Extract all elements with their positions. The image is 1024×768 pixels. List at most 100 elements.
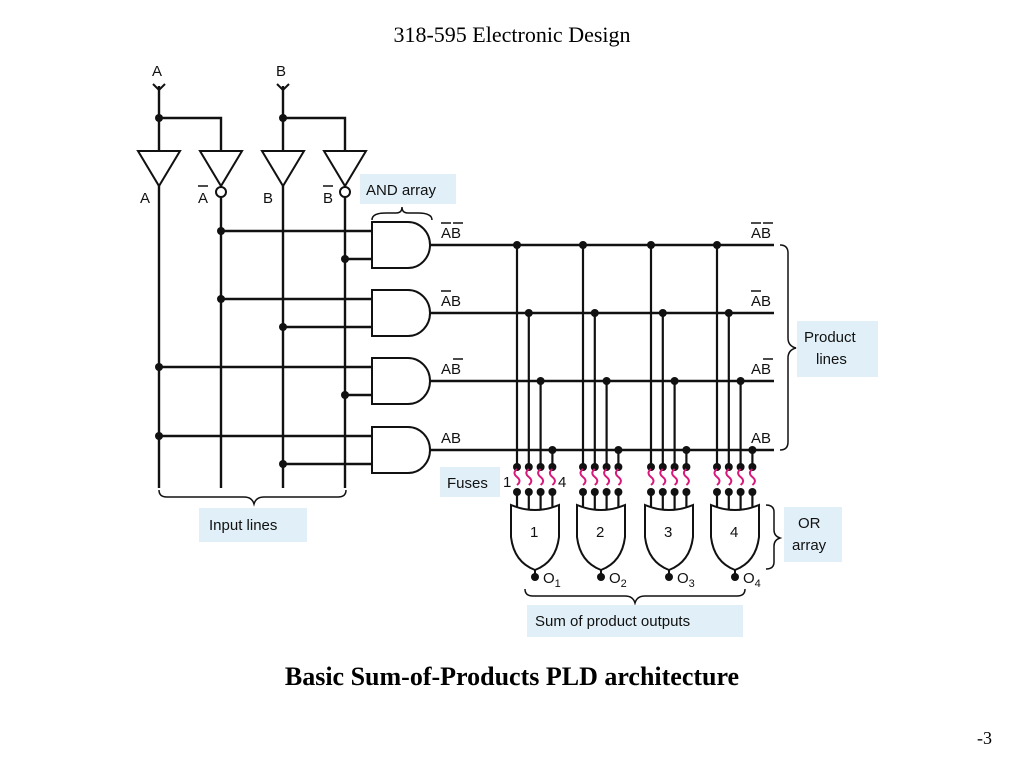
junction-dot	[682, 446, 691, 454]
and-array-brace	[371, 206, 433, 221]
and-gate-1	[217, 221, 431, 269]
fuse-node	[647, 463, 655, 471]
fuse-node	[713, 463, 721, 471]
junction-dot	[748, 446, 757, 454]
or-gate-number-4: 4	[730, 524, 738, 541]
fuse-node	[524, 463, 533, 471]
fuse-link	[682, 468, 690, 486]
or-array-label-1: OR	[798, 515, 821, 532]
fuses-label: Fuses	[447, 475, 488, 492]
junction-dot	[713, 241, 721, 249]
junction-dot	[579, 241, 587, 249]
junction-dot	[548, 446, 557, 454]
and-gate-3	[155, 357, 431, 405]
pld-architecture-diagram: A B A A B B AND array	[136, 63, 878, 637]
outputs-brace	[524, 588, 746, 606]
fuse-link	[725, 468, 733, 486]
product-term-label-2: AB	[441, 293, 461, 310]
input-lines-callout	[199, 508, 307, 542]
or-array-callout	[784, 507, 842, 562]
fuse-link	[591, 468, 599, 486]
fuse-node	[602, 463, 611, 471]
fuse-node	[682, 463, 691, 471]
or-gate-number-2: 2	[596, 524, 604, 541]
fuse-link	[548, 468, 556, 486]
fuse-node	[590, 463, 599, 471]
fuse-link	[603, 468, 611, 486]
sum-outputs-label: Sum of product outputs	[535, 613, 690, 630]
buffer-b: B	[260, 150, 306, 488]
input-lines-label: Input lines	[209, 517, 277, 534]
or-output-label-4: O4	[743, 570, 761, 590]
junction-dot	[279, 114, 287, 122]
input-label-a: A	[152, 63, 162, 80]
junction-dot	[602, 377, 611, 385]
product-term-label-right-2: AB	[751, 293, 771, 310]
fuse-node	[548, 463, 557, 471]
junction-dot	[736, 377, 745, 385]
slide-caption: Basic Sum-of-Products PLD architecture	[284, 662, 740, 691]
fuses-callout	[440, 467, 500, 497]
fuse-node	[658, 463, 667, 471]
buffer-label-b: B	[263, 190, 273, 207]
input-label-b: B	[276, 63, 286, 80]
inverter-label-b-bar: B	[323, 190, 333, 207]
or-output-label-2: O2	[609, 570, 627, 590]
fuse-link	[713, 468, 721, 486]
sum-outputs-callout	[527, 605, 743, 637]
fuse-end-label: 4	[558, 474, 566, 491]
or-output-label-1: O1	[543, 570, 561, 590]
product-lines-label-2: lines	[816, 351, 847, 368]
fuse-node	[614, 463, 623, 471]
fuse-link	[513, 468, 521, 486]
or-gate-1: 1 O1	[510, 503, 561, 590]
fuse-link	[748, 468, 756, 486]
fuse-node	[579, 463, 587, 471]
or-gate-4: 4 O4	[710, 503, 761, 590]
product-term-label-1: AB	[441, 225, 461, 242]
and-array-label: AND array	[366, 182, 437, 199]
fuse-node	[513, 463, 521, 471]
junction-dot	[670, 377, 679, 385]
inverter-label-a-bar: A	[198, 190, 208, 207]
and-gate-4	[155, 426, 431, 474]
fuse-link	[614, 468, 622, 486]
input-lines-brace	[158, 489, 347, 507]
fuse-link	[659, 468, 667, 486]
fuse-link	[737, 468, 745, 486]
fuse-link	[525, 468, 533, 486]
or-gate-3: 3 O3	[644, 503, 695, 590]
fuse-link	[647, 468, 655, 486]
fuse-node	[670, 463, 679, 471]
junction-dot	[155, 114, 163, 122]
page-number: -3	[977, 728, 992, 748]
product-term-label-right-3: AB	[751, 361, 771, 378]
junction-dot	[724, 309, 733, 317]
product-term-label-4: AB	[441, 430, 461, 447]
fuse-start-label: 1	[503, 474, 511, 491]
fuse-link	[537, 468, 545, 486]
inverter-b: B	[322, 150, 368, 488]
fuse-node	[536, 463, 545, 471]
fuse-matrix	[513, 241, 757, 509]
junction-dot	[658, 309, 667, 317]
product-lines-callout	[797, 321, 878, 377]
junction-dot	[536, 377, 545, 385]
fuse-link	[671, 468, 679, 486]
junction-dot	[647, 241, 655, 249]
or-gate-number-3: 3	[664, 524, 672, 541]
and-gate-2	[217, 289, 431, 337]
junction-dot	[524, 309, 533, 317]
junction-dot	[614, 446, 623, 454]
product-term-label-right-4: AB	[751, 430, 771, 447]
fuse-node	[748, 463, 757, 471]
buffer-label-a: A	[140, 190, 150, 207]
fuse-node	[736, 463, 745, 471]
or-output-label-3: O3	[677, 570, 695, 590]
product-lines-brace	[779, 244, 797, 451]
product-lines-label-1: Product	[804, 329, 857, 346]
fuse-link	[579, 468, 587, 486]
inverter-a: A	[198, 150, 244, 488]
or-array-brace	[765, 504, 783, 570]
or-array-label-2: array	[792, 537, 827, 554]
